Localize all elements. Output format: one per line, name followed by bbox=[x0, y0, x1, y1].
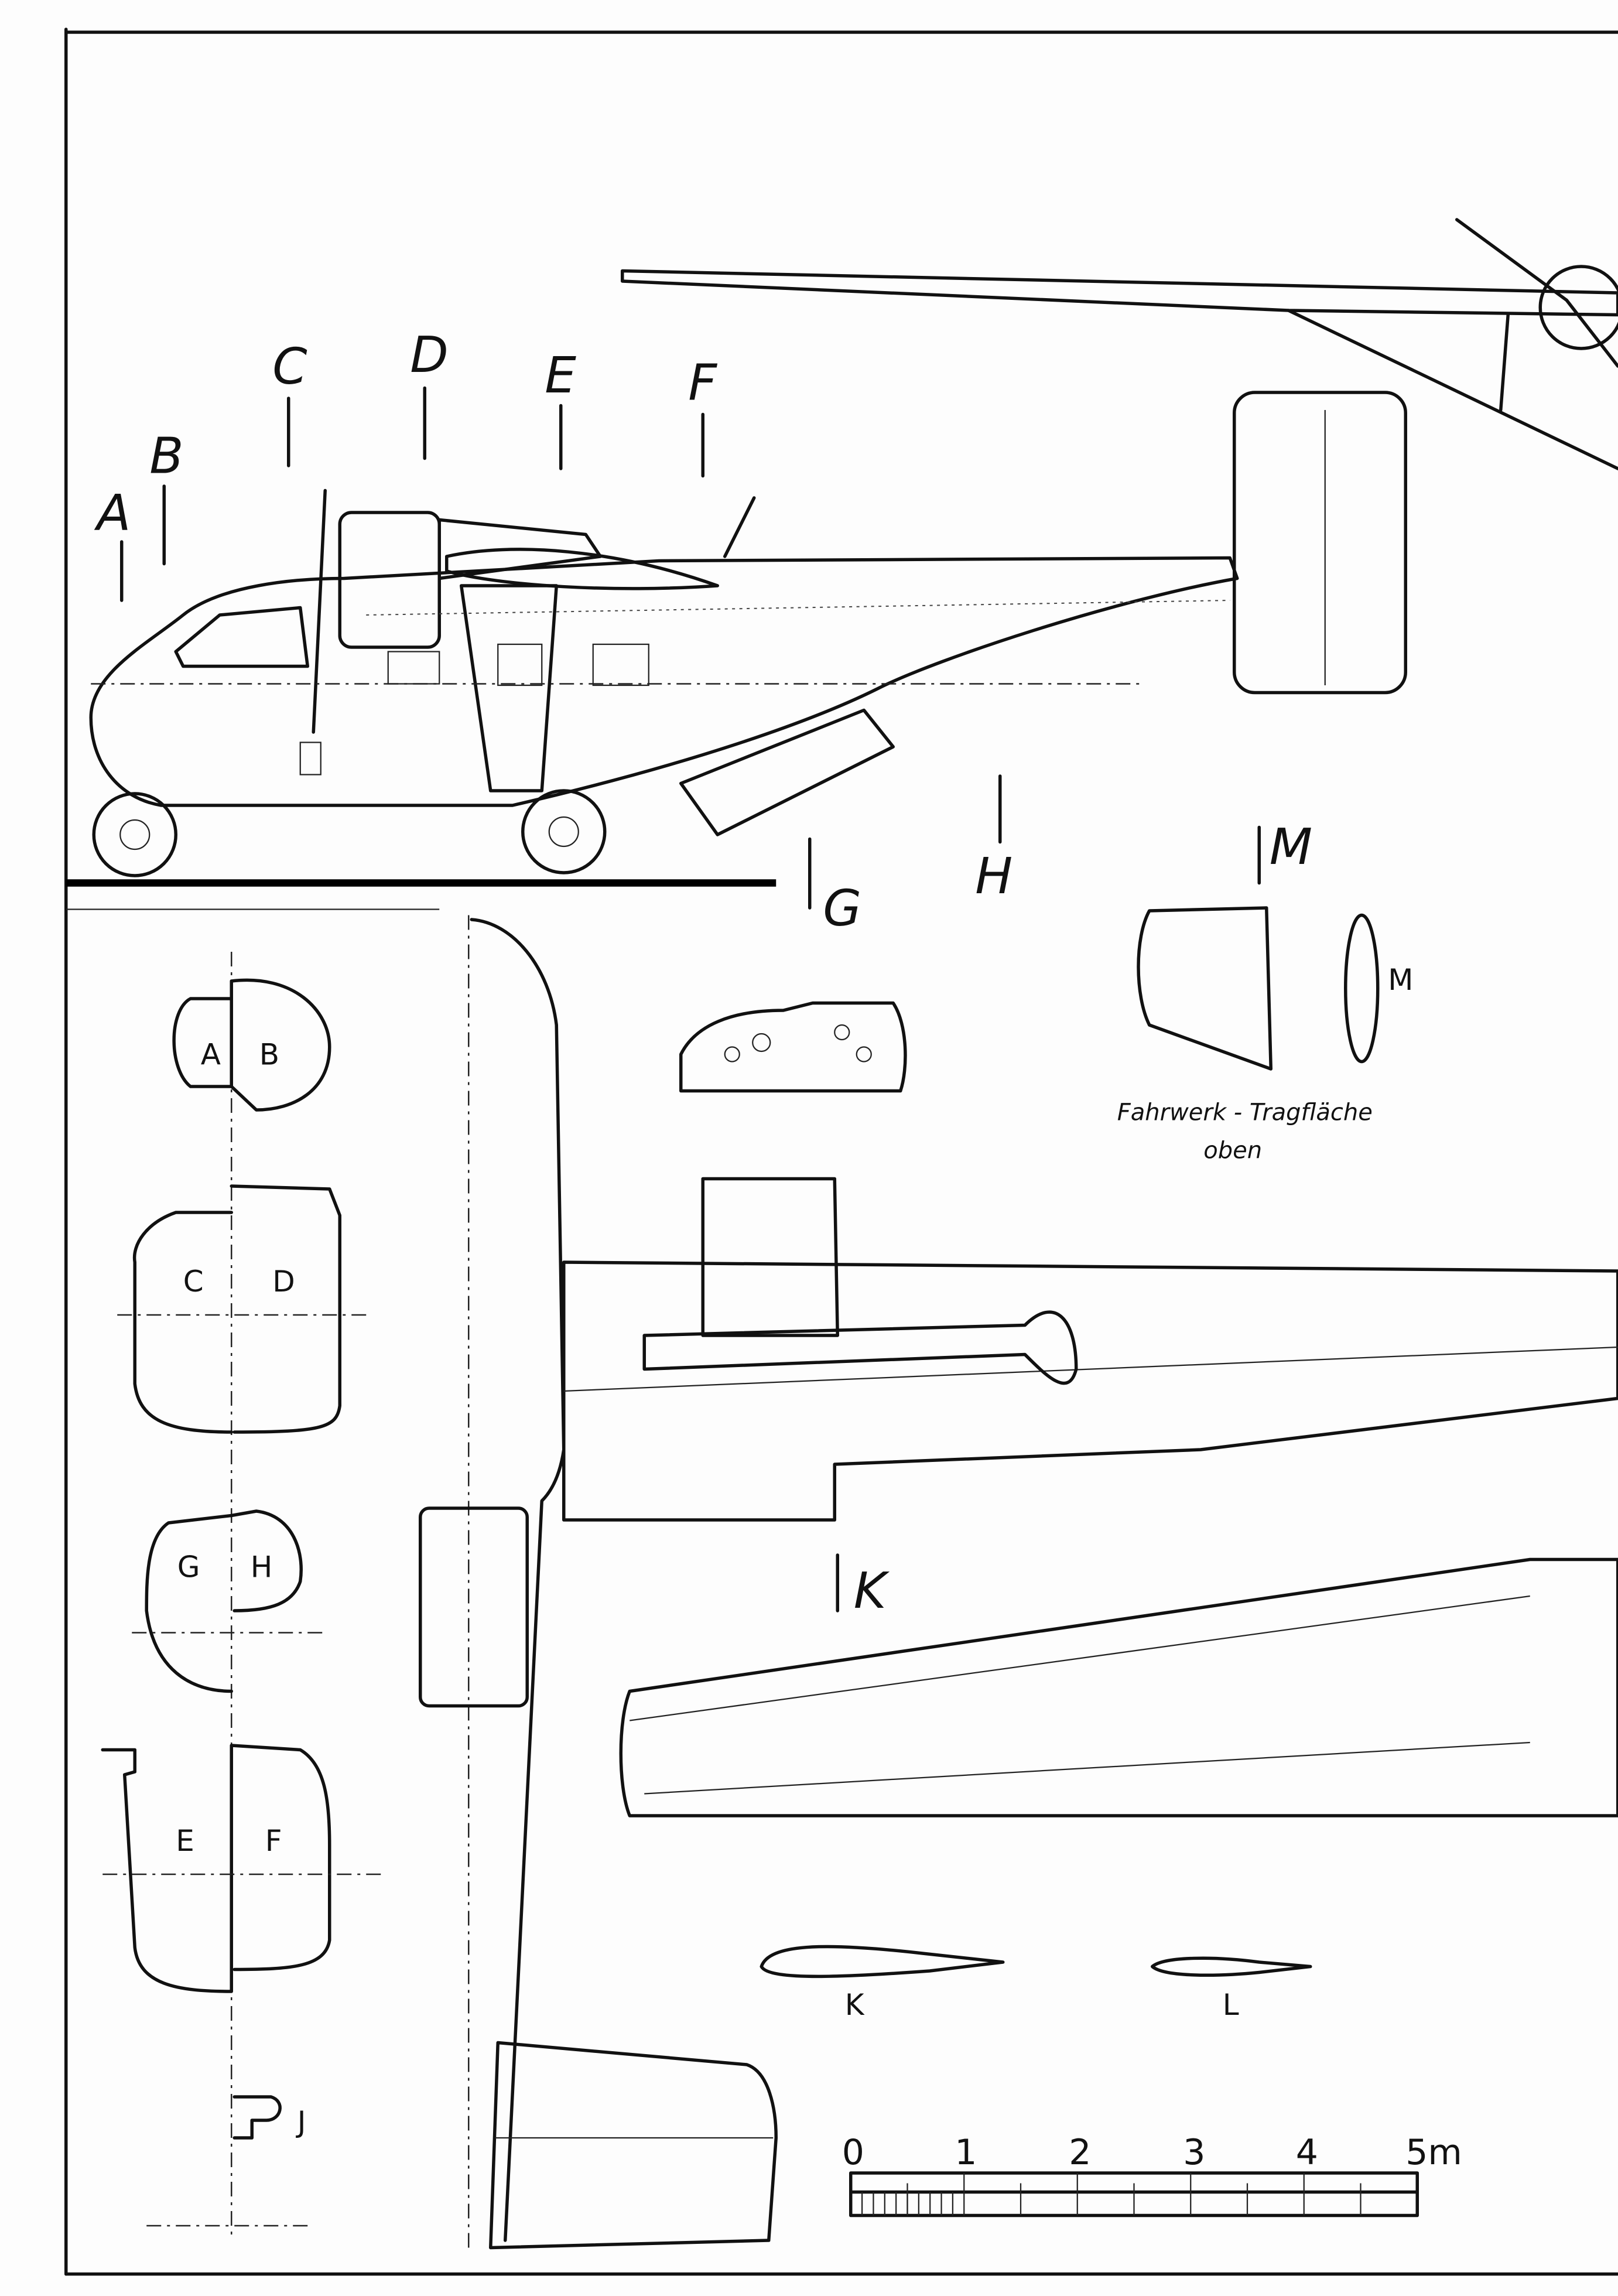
upper-wing-plan bbox=[562, 1260, 1618, 1522]
frame bbox=[64, 28, 1618, 2276]
window bbox=[387, 651, 440, 685]
marker-b: B bbox=[149, 428, 183, 486]
caption-line2: oben bbox=[1203, 1137, 1262, 1164]
section-ab bbox=[172, 978, 331, 1112]
section-label-e: E bbox=[176, 1824, 194, 1858]
section-label-b: B bbox=[259, 1038, 279, 1072]
section-markers: A B C D E F G H M K bbox=[94, 326, 1312, 1620]
marker-f: F bbox=[688, 354, 717, 412]
airfoil-label-m: M bbox=[1388, 963, 1413, 997]
details: M Fahrwerk - Tragfläche oben K L bbox=[679, 906, 1413, 2022]
side-view bbox=[66, 391, 1407, 887]
door bbox=[299, 742, 321, 775]
marker-m: M bbox=[1270, 818, 1312, 876]
scale-label-0: 0 bbox=[842, 2132, 864, 2173]
marker-g: G bbox=[823, 880, 861, 938]
airfoil-label-k: K bbox=[845, 1988, 865, 2022]
scale-label-3: 3 bbox=[1183, 2132, 1205, 2173]
main-gear-pod bbox=[701, 1177, 839, 1337]
wing-front bbox=[621, 269, 1618, 317]
strut-plan bbox=[642, 1310, 1078, 1385]
section-gh bbox=[145, 1509, 303, 1693]
propeller-front bbox=[1455, 218, 1618, 368]
main-strut bbox=[460, 584, 558, 792]
section-label-g: G bbox=[177, 1550, 200, 1584]
instrument-panel bbox=[679, 1001, 907, 1093]
main-wheel bbox=[521, 789, 607, 874]
marker-h: H bbox=[975, 848, 1012, 906]
wing-profile-side bbox=[445, 548, 719, 590]
marker-k: K bbox=[854, 1562, 890, 1620]
wing-strut bbox=[1287, 309, 1618, 470]
airfoil-label-l: L bbox=[1223, 1988, 1239, 2022]
nose-wheel bbox=[92, 792, 178, 877]
front-view bbox=[621, 218, 1618, 470]
radial-engine bbox=[1538, 265, 1618, 350]
marker-c: C bbox=[272, 338, 307, 396]
section-label-c: C bbox=[183, 1265, 204, 1299]
antenna bbox=[723, 496, 756, 558]
airfoil-l bbox=[1151, 1956, 1312, 1977]
marker-d: D bbox=[410, 326, 448, 384]
tail-fin-side bbox=[1233, 391, 1407, 695]
gear-fairing bbox=[1137, 906, 1272, 1071]
rear-ramp bbox=[679, 708, 895, 836]
marker-e: E bbox=[545, 347, 576, 405]
section-ef bbox=[101, 1744, 331, 1993]
window bbox=[592, 643, 649, 686]
stabilizer-upper bbox=[419, 1506, 529, 1708]
lower-wing-plan bbox=[619, 1557, 1618, 1817]
engine-nacelle bbox=[338, 511, 441, 649]
scale-label-2: 2 bbox=[1069, 2132, 1091, 2173]
section-label-j: J bbox=[296, 2105, 306, 2139]
section-cd bbox=[132, 1184, 341, 1434]
fuselage-plan bbox=[470, 918, 566, 2242]
scale-label-4: 4 bbox=[1296, 2132, 1318, 2173]
cockpit-window bbox=[174, 606, 309, 668]
caption-line1: Fahrwerk - Tragfläche bbox=[1117, 1099, 1373, 1126]
section-label-f: F bbox=[265, 1824, 282, 1858]
scale-label-1: 1 bbox=[955, 2132, 977, 2173]
section-j bbox=[232, 2095, 282, 2140]
scale-bar: 0 1 2 3 4 5m bbox=[842, 2132, 1462, 2218]
airfoil-m bbox=[1344, 913, 1380, 1064]
window bbox=[497, 643, 543, 686]
stabilizer-lower bbox=[489, 2041, 778, 2250]
marker-a: A bbox=[94, 484, 131, 542]
airfoil-k bbox=[760, 1945, 1005, 1979]
section-label-a: A bbox=[201, 1038, 221, 1072]
scale-label-5: 5m bbox=[1405, 2132, 1462, 2173]
section-label-h: H bbox=[251, 1550, 273, 1584]
cross-sections: A B C D G H E F J bbox=[101, 952, 381, 2240]
plan-view bbox=[419, 915, 1618, 2250]
propeller bbox=[312, 488, 327, 734]
section-label-d: D bbox=[272, 1265, 295, 1299]
fuselage-side bbox=[89, 556, 1239, 807]
